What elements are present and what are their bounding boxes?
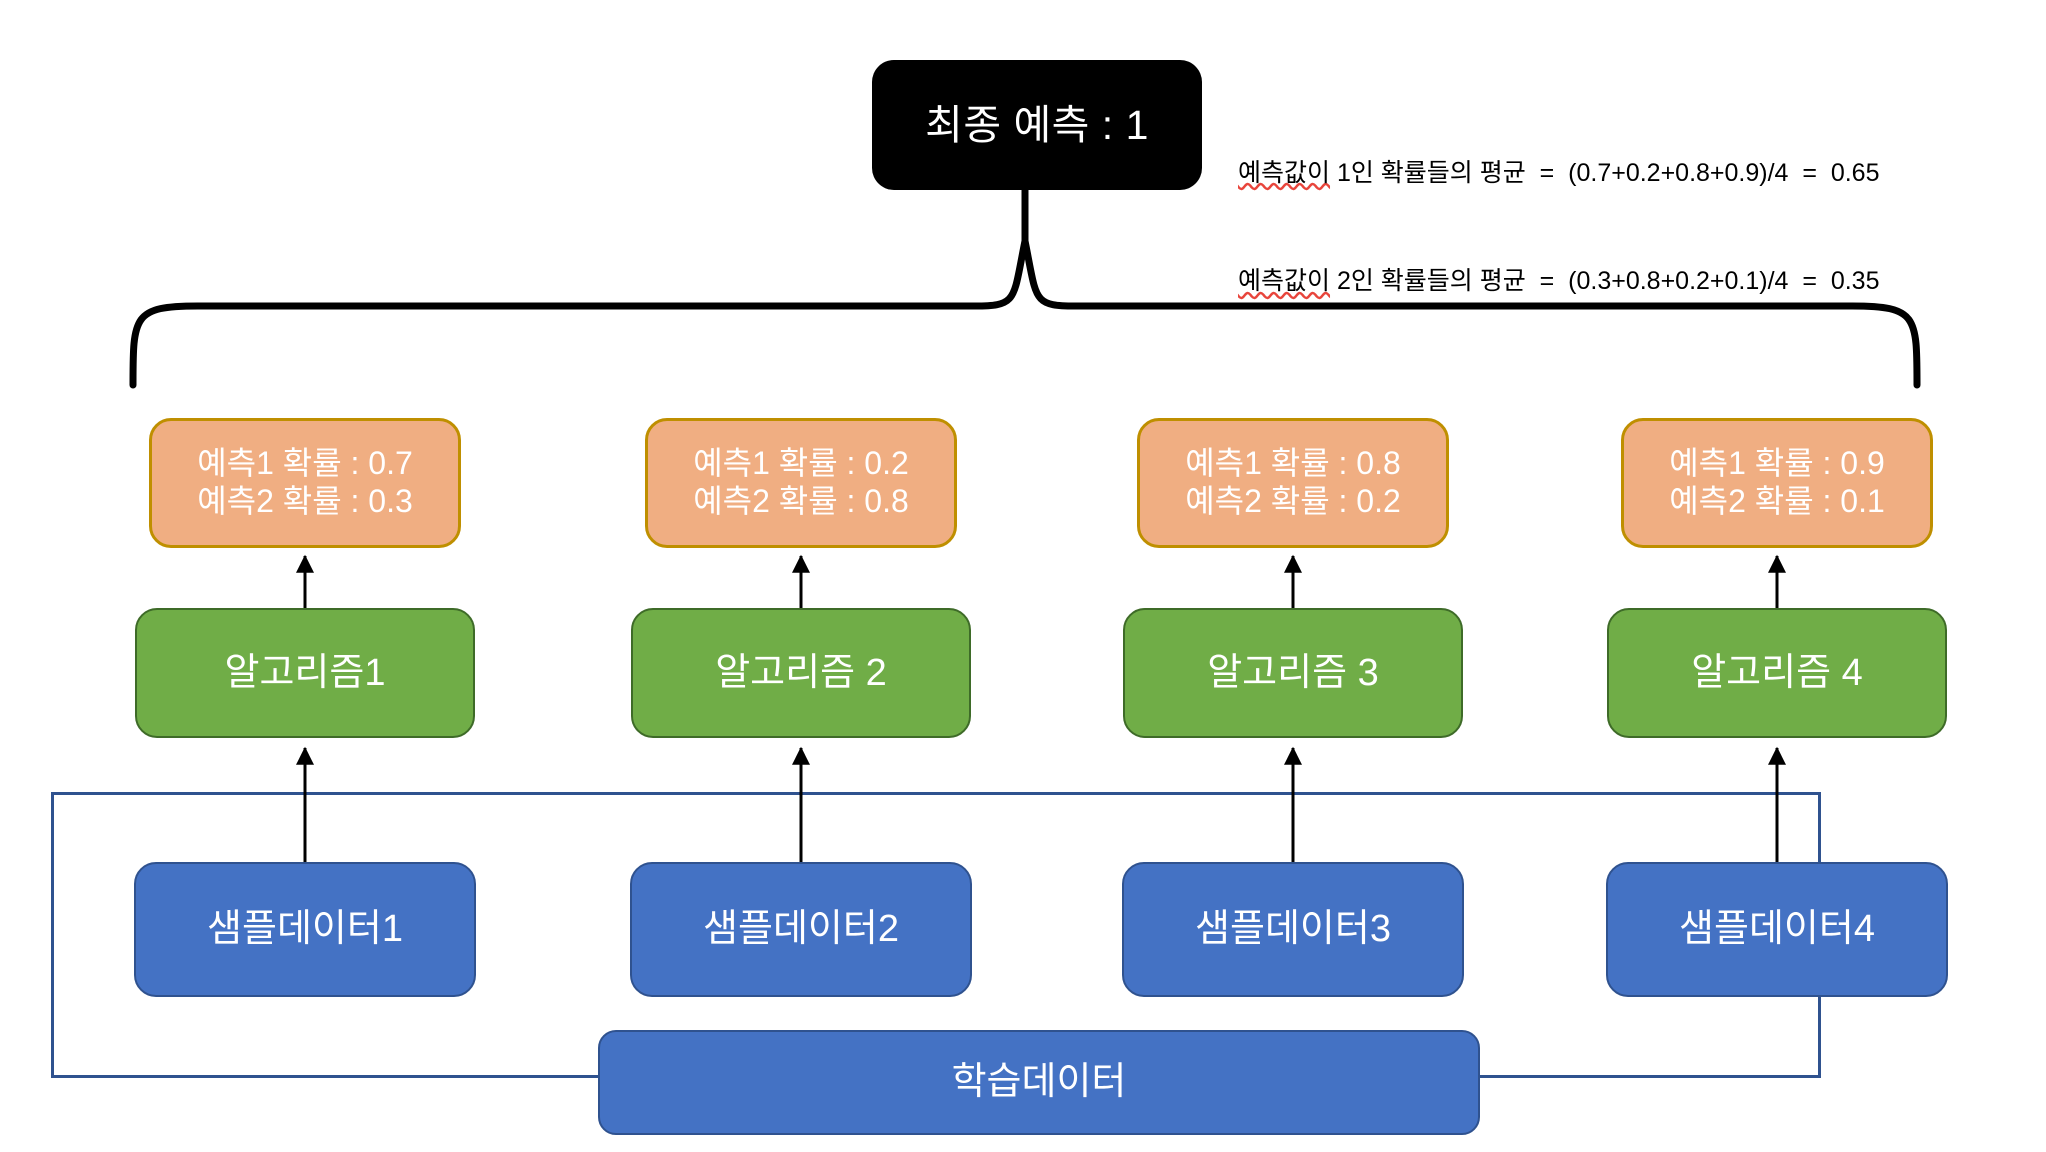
probability-node-1-line-2: 예측2 확률 : 0.3 [197,483,413,519]
formula-line-1-prefix: 예측값이 [1238,158,1331,187]
sample-node-4-label: 샘플데이터4 [1679,908,1875,951]
formula-line-2: 예측값이 2인 확률들의 평균 = (0.3+0.8+0.2+0.1)/4 = … [1238,263,2038,299]
algorithm-node-1-label: 알고리즘1 [224,651,386,694]
algorithm-node-3-label: 알고리즘 3 [1207,651,1379,694]
probability-node-2[interactable]: 예측1 확률 : 0.2 예측2 확률 : 0.8 [645,418,957,548]
algorithm-node-2-label: 알고리즘 2 [715,651,887,694]
final-prediction-label: 최종 예측 : 1 [925,101,1149,148]
formula-line-2-prefix: 예측값이 [1238,267,1331,296]
algorithm-node-4[interactable]: 알고리즘 4 [1607,608,1947,738]
probability-node-1[interactable]: 예측1 확률 : 0.7 예측2 확률 : 0.3 [149,418,461,548]
probability-node-4-line-1: 예측1 확률 : 0.9 [1669,445,1885,482]
probability-node-4[interactable]: 예측1 확률 : 0.9 예측2 확률 : 0.1 [1621,418,1933,548]
formula-line-1: 예측값이 1인 확률들의 평균 = (0.7+0.2+0.8+0.9)/4 = … [1238,155,2038,191]
algorithm-node-4-label: 알고리즘 4 [1691,651,1863,694]
training-data-label: 학습데이터 [951,1061,1127,1104]
algorithm-node-2[interactable]: 알고리즘 2 [631,608,971,738]
probability-node-3-line-1: 예측1 확률 : 0.8 [1185,445,1401,482]
average-formula-annotation: 예측값이 1인 확률들의 평균 = (0.7+0.2+0.8+0.9)/4 = … [1238,82,2038,372]
probability-node-4-line-2: 예측2 확률 : 0.1 [1669,483,1885,519]
probability-node-3[interactable]: 예측1 확률 : 0.8 예측2 확률 : 0.2 [1137,418,1449,548]
sample-node-1-label: 샘플데이터1 [207,908,403,951]
sample-node-3[interactable]: 샘플데이터3 [1122,862,1464,997]
probability-node-2-line-2: 예측2 확률 : 0.8 [693,483,909,519]
probability-node-2-line-1: 예측1 확률 : 0.2 [693,445,909,482]
sample-node-4[interactable]: 샘플데이터4 [1606,862,1948,997]
sample-node-1[interactable]: 샘플데이터1 [134,862,476,997]
probability-node-1-line-1: 예측1 확률 : 0.7 [197,445,413,482]
formula-line-2-rest: 2인 확률들의 평균 = (0.3+0.8+0.2+0.1)/4 = 0.35 [1330,267,1880,296]
formula-line-1-rest: 1인 확률들의 평균 = (0.7+0.2+0.8+0.9)/4 = 0.65 [1330,158,1880,187]
algorithm-node-3[interactable]: 알고리즘 3 [1123,608,1463,738]
sample-node-3-label: 샘플데이터3 [1195,908,1391,951]
probability-node-3-line-2: 예측2 확률 : 0.2 [1185,483,1401,519]
final-prediction-node[interactable]: 최종 예측 : 1 [872,60,1202,190]
sample-node-2-label: 샘플데이터2 [703,908,899,951]
training-data-node[interactable]: 학습데이터 [598,1030,1480,1135]
algorithm-node-1[interactable]: 알고리즘1 [135,608,475,738]
sample-node-2[interactable]: 샘플데이터2 [630,862,972,997]
